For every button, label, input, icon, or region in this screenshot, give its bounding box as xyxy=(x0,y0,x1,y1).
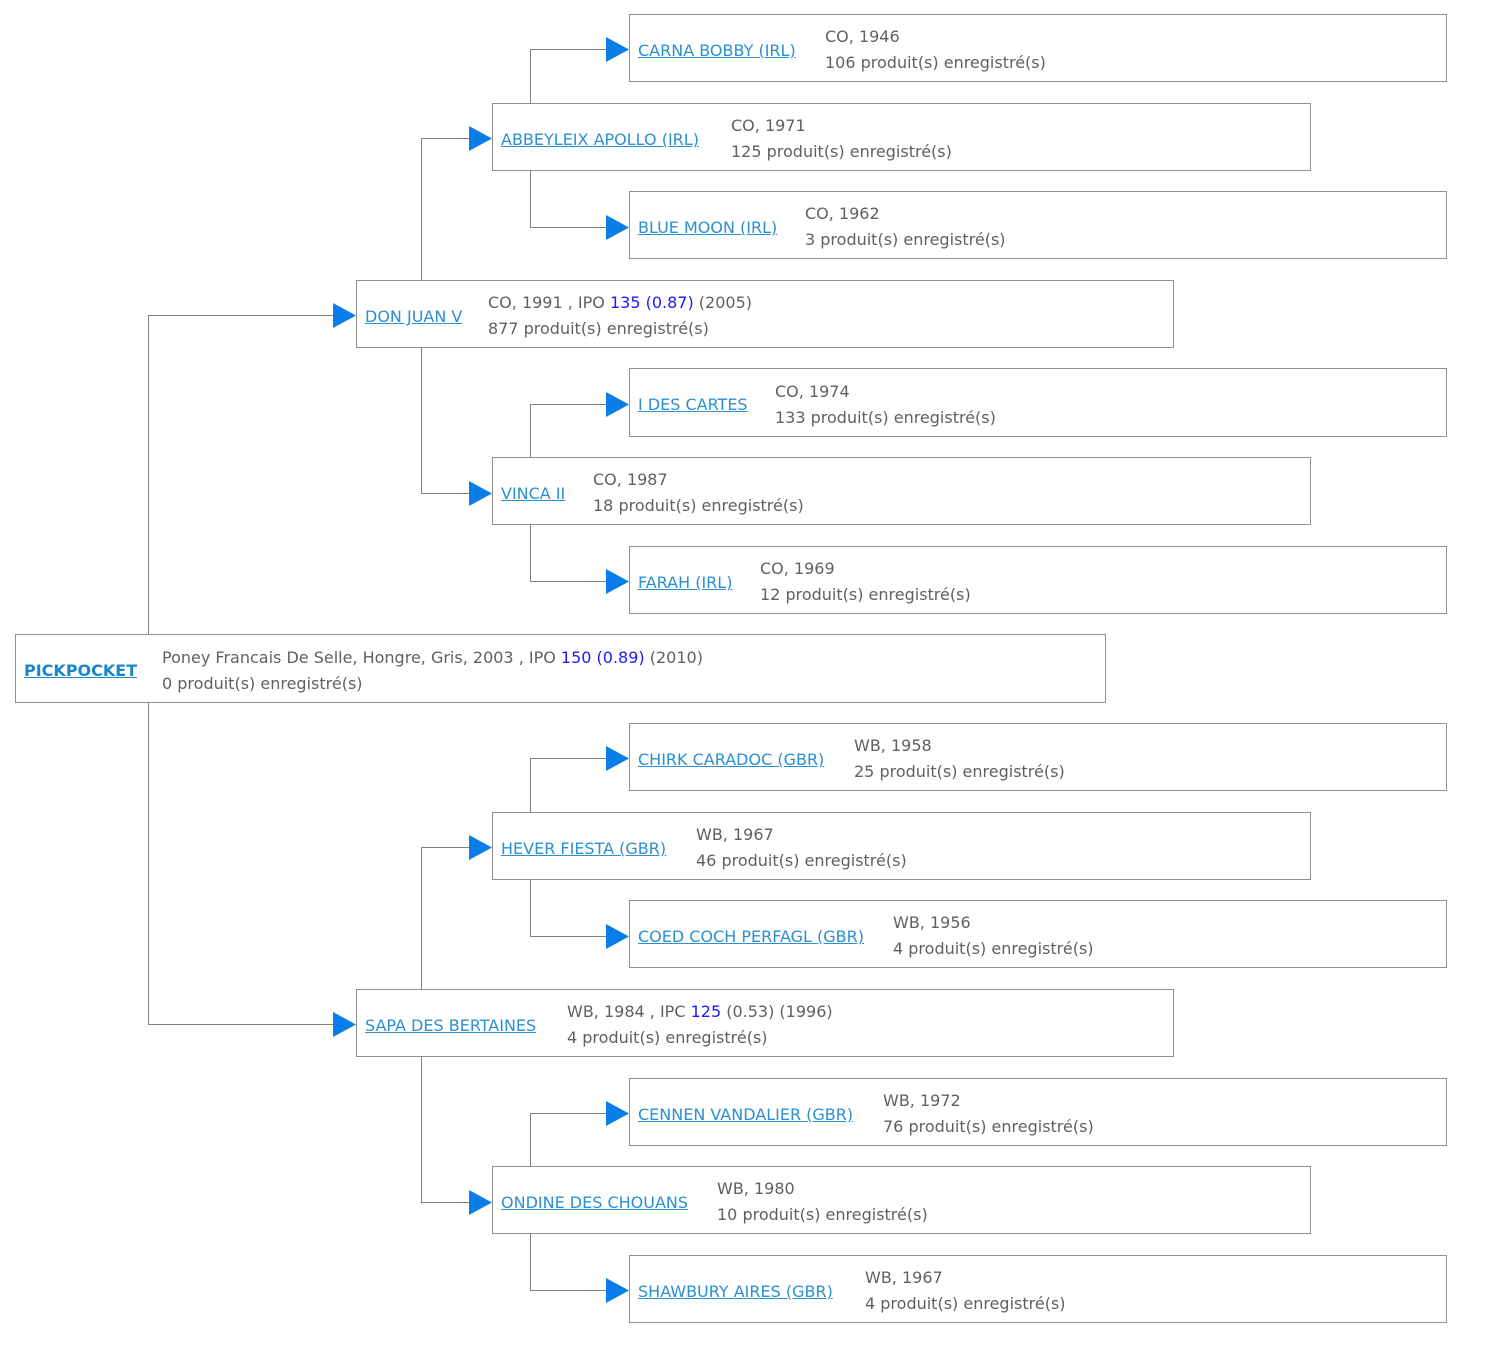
horse-card-dds: CENNEN VANDALIER (GBR) WB, 1972 76 produ… xyxy=(629,1078,1447,1146)
horse-info-line2: 46 produit(s) enregistré(s) xyxy=(696,851,907,870)
horse-info-line1: WB, 1967 xyxy=(865,1268,943,1287)
arrow-right-icon xyxy=(606,1278,629,1303)
horse-link[interactable]: FARAH (IRL) xyxy=(638,573,733,592)
horse-info-line2: 4 produit(s) enregistré(s) xyxy=(865,1294,1066,1313)
horse-link[interactable]: COED COCH PERFAGL (GBR) xyxy=(638,927,864,946)
horse-info-line2: 877 produit(s) enregistré(s) xyxy=(488,319,709,338)
horse-card-dss: CHIRK CARADOC (GBR) WB, 1958 25 produit(… xyxy=(629,723,1447,791)
horse-info: CO, 1971 125 produit(s) enregistré(s) xyxy=(731,113,952,165)
horse-link[interactable]: DON JUAN V xyxy=(365,307,463,326)
horse-info-line1: CO, 1962 xyxy=(805,204,880,223)
horse-info-line2: 125 produit(s) enregistré(s) xyxy=(731,142,952,161)
horse-info-line2: 4 produit(s) enregistré(s) xyxy=(567,1028,768,1047)
horse-link[interactable]: HEVER FIESTA (GBR) xyxy=(501,839,667,858)
horse-card-dsd: COED COCH PERFAGL (GBR) WB, 1956 4 produ… xyxy=(629,900,1447,968)
horse-info-line2: 3 produit(s) enregistré(s) xyxy=(805,230,1006,249)
horse-info: CO, 1974 133 produit(s) enregistré(s) xyxy=(775,379,996,431)
horse-info: WB, 1967 4 produit(s) enregistré(s) xyxy=(865,1265,1066,1317)
horse-card-sss: CARNA BOBBY (IRL) CO, 1946 106 produit(s… xyxy=(629,14,1447,82)
horse-card-sds: I DES CARTES CO, 1974 133 produit(s) enr… xyxy=(629,368,1447,437)
arrow-right-icon xyxy=(469,481,492,506)
horse-card-sdd: FARAH (IRL) CO, 1969 12 produit(s) enreg… xyxy=(629,546,1447,614)
arrow-right-icon xyxy=(333,1012,356,1037)
horse-info-line1: CO, 1987 xyxy=(593,470,668,489)
horse-info-line1: WB, 1984 , IPC 125 (0.53) (1996) xyxy=(567,1002,833,1021)
horse-info-line2: 76 produit(s) enregistré(s) xyxy=(883,1117,1094,1136)
horse-info-line1: CO, 1974 xyxy=(775,382,850,401)
horse-info: WB, 1984 , IPC 125 (0.53) (1996) 4 produ… xyxy=(567,999,833,1051)
arrow-right-icon xyxy=(469,1190,492,1215)
horse-info: CO, 1987 18 produit(s) enregistré(s) xyxy=(593,467,804,519)
horse-info-line2: 10 produit(s) enregistré(s) xyxy=(717,1205,928,1224)
arrow-right-icon xyxy=(606,924,629,949)
horse-info-line1: WB, 1956 xyxy=(893,913,971,932)
horse-link[interactable]: ABBEYLEIX APOLLO (IRL) xyxy=(501,130,699,149)
arrow-right-icon xyxy=(469,835,492,860)
horse-info: CO, 1946 106 produit(s) enregistré(s) xyxy=(825,24,1046,76)
horse-card-dd: ONDINE DES CHOUANS WB, 1980 10 produit(s… xyxy=(492,1166,1311,1234)
horse-info: WB, 1958 25 produit(s) enregistré(s) xyxy=(854,733,1065,785)
horse-info: CO, 1969 12 produit(s) enregistré(s) xyxy=(760,556,971,608)
horse-card-dam: SAPA DES BERTAINES WB, 1984 , IPC 125 (0… xyxy=(356,989,1174,1057)
arrow-right-icon xyxy=(333,303,356,328)
arrow-right-icon xyxy=(469,126,492,151)
horse-info: WB, 1956 4 produit(s) enregistré(s) xyxy=(893,910,1094,962)
horse-info-line1: CO, 1946 xyxy=(825,27,900,46)
horse-info: CO, 1991 , IPO 135 (0.87) (2005) 877 pro… xyxy=(488,290,752,342)
horse-info-line2: 12 produit(s) enregistré(s) xyxy=(760,585,971,604)
horse-info: WB, 1972 76 produit(s) enregistré(s) xyxy=(883,1088,1094,1140)
arrow-right-icon xyxy=(606,392,629,417)
horse-card-ddd: SHAWBURY AIRES (GBR) WB, 1967 4 produit(… xyxy=(629,1255,1447,1323)
horse-link[interactable]: CARNA BOBBY (IRL) xyxy=(638,41,796,60)
horse-info-line1: CO, 1971 xyxy=(731,116,806,135)
horse-info-line1: CO, 1991 , IPO 135 (0.87) (2005) xyxy=(488,293,752,312)
horse-link[interactable]: VINCA II xyxy=(501,484,566,503)
horse-info-line1: WB, 1980 xyxy=(717,1179,795,1198)
arrow-right-icon xyxy=(606,215,629,240)
horse-info-line2: 18 produit(s) enregistré(s) xyxy=(593,496,804,515)
horse-info-line2: 25 produit(s) enregistré(s) xyxy=(854,762,1065,781)
horse-info-line1: WB, 1972 xyxy=(883,1091,961,1110)
horse-info-line1: WB, 1967 xyxy=(696,825,774,844)
horse-link[interactable]: SAPA DES BERTAINES xyxy=(365,1016,537,1035)
arrow-right-icon xyxy=(606,1101,629,1126)
horse-card-sire: DON JUAN V CO, 1991 , IPO 135 (0.87) (20… xyxy=(356,280,1174,348)
arrow-right-icon xyxy=(606,569,629,594)
horse-link[interactable]: CHIRK CARADOC (GBR) xyxy=(638,750,825,769)
horse-link[interactable]: PICKPOCKET xyxy=(24,661,138,680)
horse-card-sd: VINCA II CO, 1987 18 produit(s) enregist… xyxy=(492,457,1311,525)
horse-info: WB, 1967 46 produit(s) enregistré(s) xyxy=(696,822,907,874)
horse-info-line1: WB, 1958 xyxy=(854,736,932,755)
horse-card-root: PICKPOCKET Poney Francais De Selle, Hong… xyxy=(15,634,1106,703)
horse-info-line2: 0 produit(s) enregistré(s) xyxy=(162,674,363,693)
horse-link[interactable]: SHAWBURY AIRES (GBR) xyxy=(638,1282,833,1301)
horse-info-line1: CO, 1969 xyxy=(760,559,835,578)
horse-info: WB, 1980 10 produit(s) enregistré(s) xyxy=(717,1176,928,1228)
horse-link[interactable]: CENNEN VANDALIER (GBR) xyxy=(638,1105,854,1124)
horse-info-line2: 4 produit(s) enregistré(s) xyxy=(893,939,1094,958)
horse-info: Poney Francais De Selle, Hongre, Gris, 2… xyxy=(162,645,703,697)
horse-card-ss: ABBEYLEIX APOLLO (IRL) CO, 1971 125 prod… xyxy=(492,103,1311,171)
horse-info-line2: 133 produit(s) enregistré(s) xyxy=(775,408,996,427)
horse-info-line1: Poney Francais De Selle, Hongre, Gris, 2… xyxy=(162,648,703,667)
arrow-right-icon xyxy=(606,746,629,771)
horse-info-line2: 106 produit(s) enregistré(s) xyxy=(825,53,1046,72)
arrow-right-icon xyxy=(606,37,629,62)
horse-link[interactable]: I DES CARTES xyxy=(638,395,748,414)
horse-info: CO, 1962 3 produit(s) enregistré(s) xyxy=(805,201,1006,253)
horse-card-ssd: BLUE MOON (IRL) CO, 1962 3 produit(s) en… xyxy=(629,191,1447,259)
horse-link[interactable]: BLUE MOON (IRL) xyxy=(638,218,778,237)
horse-card-ds: HEVER FIESTA (GBR) WB, 1967 46 produit(s… xyxy=(492,812,1311,880)
horse-link[interactable]: ONDINE DES CHOUANS xyxy=(501,1193,689,1212)
